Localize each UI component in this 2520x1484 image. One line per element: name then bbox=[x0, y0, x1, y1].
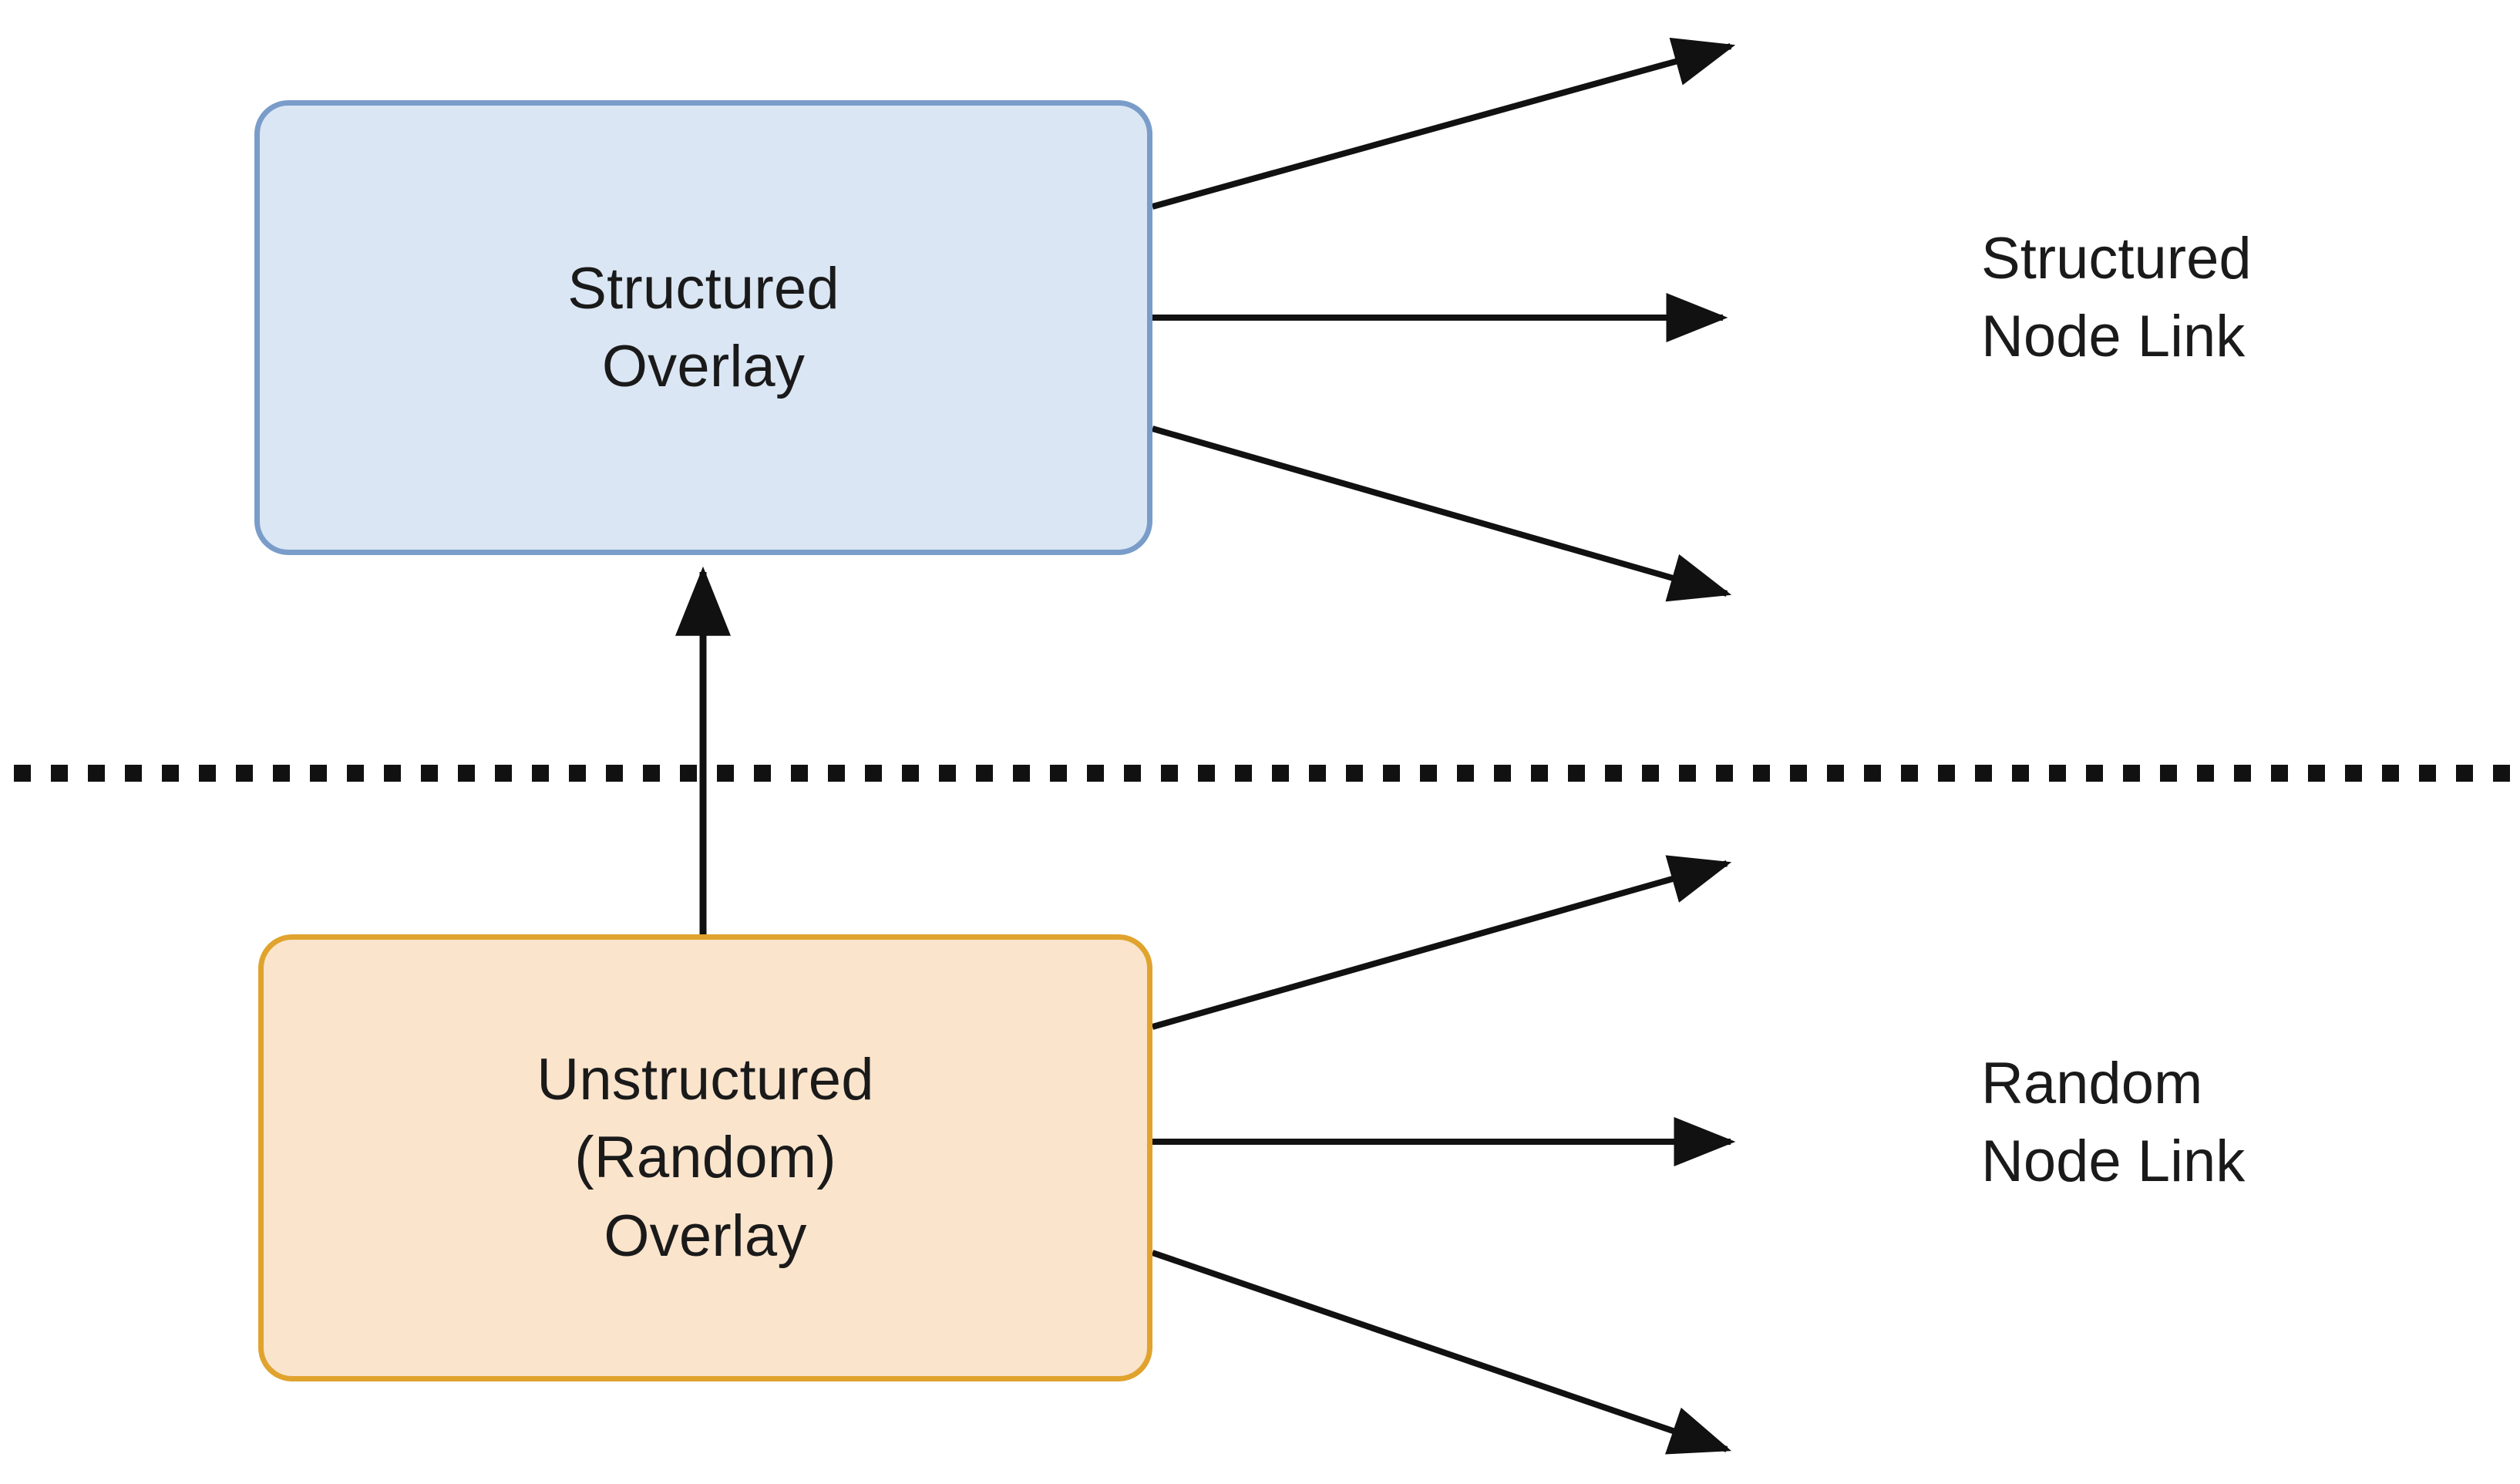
node-structured-overlay[interactable]: Structured Overlay bbox=[254, 100, 1152, 555]
edge-structured-out-top bbox=[1151, 37, 1736, 210]
edge-unstructured-out-top bbox=[1151, 855, 1732, 1030]
edge-structured-out-bottom bbox=[1151, 426, 1732, 602]
node-structured-overlay-label: Structured Overlay bbox=[567, 255, 839, 399]
label-structured-node-link: Structured Node Link bbox=[1981, 226, 2252, 370]
edge-unstructured-out-bottom bbox=[1151, 1250, 1732, 1455]
label-random-node-link: Random Node Link bbox=[1981, 1051, 2246, 1195]
node-unstructured-overlay-label: Unstructured (Random) Overlay bbox=[537, 1047, 874, 1269]
node-unstructured-overlay[interactable]: Unstructured (Random) Overlay bbox=[258, 934, 1152, 1381]
